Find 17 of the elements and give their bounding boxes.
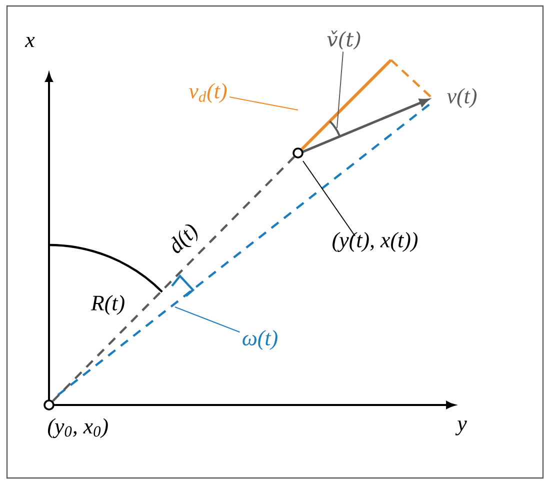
math-label: ω(t): [242, 330, 278, 350]
leader-line: [229, 96, 298, 110]
point-label: (y$_{0}$, x$_{0}$): [48, 418, 108, 438]
leader-line: [302, 160, 356, 236]
edge-label: d(t): [171, 224, 198, 254]
leader-line: [174, 306, 240, 333]
leader-line: [336, 51, 344, 128]
axis-label: y: [455, 420, 467, 436]
point-marker: [292, 148, 304, 158]
math-label: v$_{d}$(t): [189, 83, 227, 103]
point-marker: [44, 400, 54, 410]
axis-label: R(t): [90, 295, 124, 315]
math-label: (y(t), x(t)): [332, 232, 418, 252]
dashed-line: [52, 156, 295, 402]
math-label: v̌(t): [327, 30, 360, 50]
axis-label: v(t): [447, 88, 477, 108]
axis-label: x: [24, 36, 35, 48]
